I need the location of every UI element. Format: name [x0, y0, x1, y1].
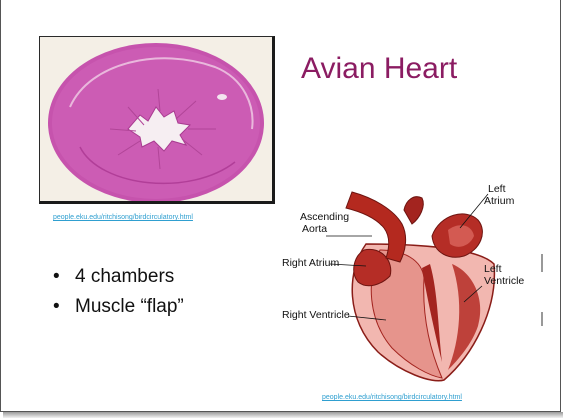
- bullet-list: •4 chambers •Muscle “flap”: [53, 262, 184, 322]
- label-left-ventricle-line2: Ventricle: [484, 276, 524, 287]
- slide: Avian Heart people.eku.edu/ritchisong/bi…: [0, 0, 561, 412]
- bullet-dot: •: [53, 262, 75, 292]
- label-left-ventricle-line1: Left: [484, 264, 502, 275]
- source-link-bottom[interactable]: people.eku.edu/ritchisong/birdcirculator…: [322, 394, 462, 401]
- bullet-dot: •: [53, 292, 75, 322]
- label-right-atrium: Right Atrium: [282, 258, 339, 269]
- label-right-ventricle: Right Ventricle: [282, 310, 350, 321]
- bullet-item: •4 chambers: [53, 262, 184, 292]
- label-ascending-aorta-line2: Aorta: [302, 224, 327, 235]
- label-left-atrium-line1: Left: [488, 184, 506, 195]
- heart-cross-section-image: [40, 37, 275, 204]
- heart-anatomy-diagram: Left Atrium Ascending Aorta Right Atrium…: [282, 180, 544, 384]
- bullet-text: Muscle “flap”: [75, 296, 184, 317]
- slide-shadow: [3, 412, 563, 418]
- heart-cross-section-photo: [39, 36, 275, 204]
- bullet-item: •Muscle “flap”: [53, 292, 184, 322]
- slide-title: Avian Heart: [301, 52, 521, 86]
- source-link-top[interactable]: people.eku.edu/ritchisong/birdcirculator…: [53, 214, 193, 221]
- label-left-atrium-line2: Atrium: [484, 196, 514, 207]
- bullet-text: 4 chambers: [75, 266, 174, 287]
- label-ascending-aorta-line1: Ascending: [300, 212, 349, 223]
